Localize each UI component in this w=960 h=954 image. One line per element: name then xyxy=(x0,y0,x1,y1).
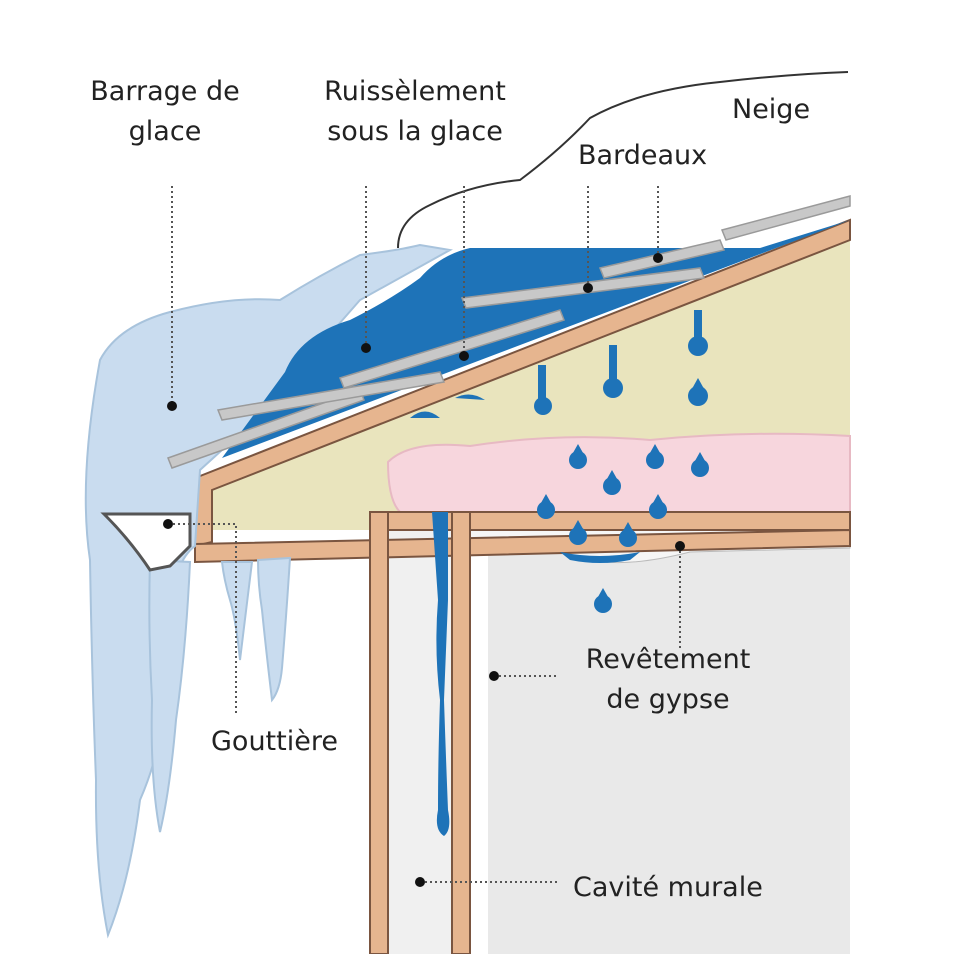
leader-dots xyxy=(163,253,685,887)
label-wall-cavity: Cavité murale xyxy=(573,872,763,903)
insulation-drops xyxy=(537,444,709,613)
label-runoff-line1: Ruissèlement xyxy=(324,76,506,107)
label-gypsum-line1: Revêtement xyxy=(585,644,751,675)
attic-drips xyxy=(410,310,708,418)
wall-stud-right xyxy=(451,511,471,954)
icicle-3 xyxy=(256,556,292,703)
label-ice-dam-line1: Barrage de xyxy=(90,76,240,107)
label-runoff: Ruissèlement sous la glace xyxy=(305,72,525,152)
label-ice-dam: Barrage de glace xyxy=(82,72,248,152)
label-gypsum: Revêtement de gypse xyxy=(568,640,768,720)
wall-water xyxy=(432,512,450,836)
insulation xyxy=(386,432,851,513)
room-interior xyxy=(488,548,850,954)
label-gypsum-line2: de gypse xyxy=(606,684,730,715)
leader-lines xyxy=(168,186,681,883)
wall-stud-left xyxy=(369,511,389,954)
label-gutter: Gouttière xyxy=(211,726,338,757)
label-snow: Neige xyxy=(732,94,811,125)
label-shingles: Bardeaux xyxy=(578,140,708,171)
snow-outline xyxy=(397,71,849,249)
label-runoff-line2: sous la glace xyxy=(327,116,503,147)
icicle-1 xyxy=(148,558,192,833)
label-ice-dam-line2: glace xyxy=(128,116,202,147)
